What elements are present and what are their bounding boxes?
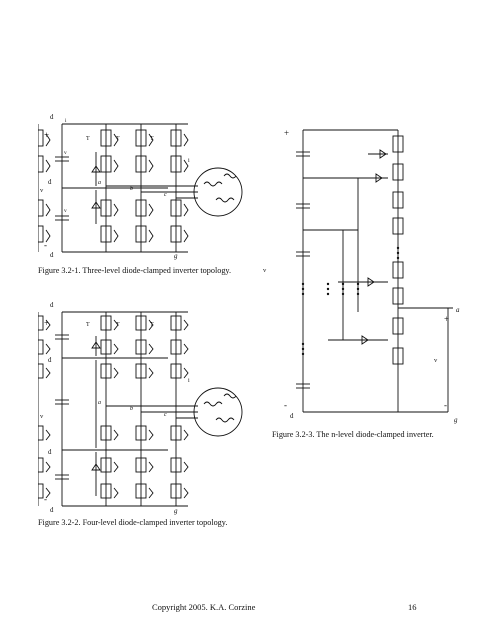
footer-copyright: Copyright 2005. K.A. Corzine [152, 602, 256, 612]
svg-text:T: T [116, 136, 120, 142]
svg-text:c: c [164, 192, 167, 198]
svg-text:-: - [44, 240, 47, 250]
svg-text:d: d [48, 448, 52, 456]
figure-3-2-2-caption: Figure 3.2-2. Four-level diode-clamped i… [38, 518, 228, 527]
svg-text:T: T [150, 322, 154, 328]
svg-text:T: T [86, 136, 90, 142]
figure-3-level-diagram: d i + v v d v - d T T T a b c i g [38, 113, 243, 260]
svg-text:-: - [284, 400, 287, 410]
svg-text:+: + [44, 318, 49, 328]
svg-text:T: T [86, 322, 90, 328]
svg-text:-: - [444, 400, 447, 410]
svg-text:d: d [48, 178, 52, 186]
svg-text:b: b [130, 186, 133, 192]
svg-text:+: + [444, 314, 449, 324]
svg-text:a: a [98, 180, 101, 186]
svg-text:g: g [174, 252, 178, 260]
figure-4-level-diagram: d + v d d - d T T T a b c i g [38, 301, 243, 515]
svg-text:b: b [130, 406, 133, 412]
svg-text:i: i [65, 118, 67, 124]
svg-text:a: a [98, 400, 101, 406]
figure-3-2-1-caption: Figure 3.2-1. Three-level diode-clamped … [38, 266, 232, 275]
svg-text:g: g [174, 507, 178, 515]
svg-text:d: d [50, 506, 54, 514]
svg-text:d: d [290, 412, 294, 420]
svg-text:v: v [64, 150, 67, 156]
svg-text:T: T [150, 136, 154, 142]
label-vdc: v [40, 187, 44, 194]
svg-text:i: i [188, 158, 190, 164]
svg-text:T: T [116, 322, 120, 328]
footer-page-number: 16 [408, 602, 417, 612]
svg-text:+: + [44, 130, 49, 140]
figure-3-2-3-caption: Figure 3.2-3. The n-level diode-clamped … [272, 430, 434, 439]
svg-text:i: i [188, 378, 190, 384]
svg-text:v: v [64, 208, 67, 214]
svg-text:d: d [50, 251, 54, 259]
svg-text:c: c [164, 412, 167, 418]
svg-text:a: a [456, 306, 460, 314]
svg-text:-: - [44, 494, 47, 504]
svg-text:v: v [40, 413, 44, 420]
svg-text:d: d [50, 301, 54, 309]
label-d2: d [50, 113, 54, 121]
svg-text:g: g [454, 416, 458, 424]
svg-text:+: + [284, 128, 289, 138]
svg-text:v: v [263, 267, 267, 274]
svg-text:d: d [48, 356, 52, 364]
svg-text:v: v [434, 357, 438, 364]
figure-n-level-diagram: + v - d + v - g a [263, 128, 460, 424]
